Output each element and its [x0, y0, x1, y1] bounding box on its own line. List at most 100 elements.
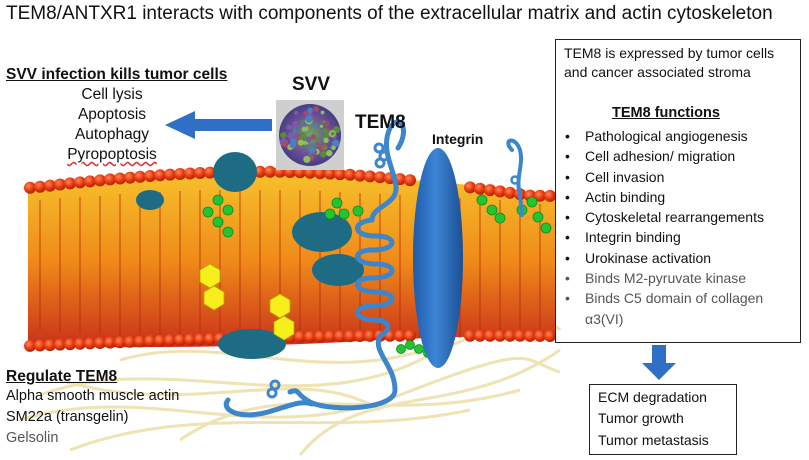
- function-item: Cell adhesion/ migration: [562, 146, 798, 167]
- lipid-head: [334, 168, 346, 181]
- secondary-receptor-bead: [510, 175, 520, 185]
- tem8-functions-box: TEM8 is expressed by tumor cells and can…: [555, 39, 801, 343]
- lipid-head: [204, 333, 216, 345]
- lipid-head: [34, 339, 46, 352]
- integrin-receptor: [413, 148, 463, 368]
- tem8-label: TEM8: [355, 112, 406, 133]
- capsid-protein: [331, 139, 340, 148]
- lipid-head: [484, 184, 496, 197]
- function-item-continuation-text: α3(VI): [585, 310, 624, 327]
- lipid-head: [184, 167, 196, 180]
- capsid-protein: [323, 132, 330, 139]
- functions-down-arrow: [642, 345, 676, 380]
- lipid-head: [44, 179, 56, 192]
- lipid-head: [34, 180, 46, 193]
- lipid-head: [344, 330, 356, 343]
- svv-effect-cell-lysis: Cell lysis: [81, 86, 143, 103]
- lipid-head: [84, 337, 96, 350]
- lipid-head: [324, 167, 336, 180]
- capsid-protein: [292, 130, 297, 134]
- capsid-protein: [289, 141, 297, 149]
- capsid-protein: [314, 136, 319, 141]
- lipid-head: [394, 329, 406, 342]
- capsid-protein: [305, 115, 313, 123]
- capsid-protein: [324, 121, 330, 127]
- capsid-protein: [305, 136, 312, 143]
- capsid-protein: [303, 155, 311, 163]
- outcome-tumor-metastasis: Tumor metastasis: [598, 431, 709, 448]
- capsid-protein: [303, 110, 308, 116]
- lipid-head: [104, 336, 116, 349]
- lipid-head: [124, 171, 136, 184]
- lipid-head: [134, 335, 146, 348]
- lipid-head: [264, 165, 276, 178]
- lipid-head: [54, 338, 66, 351]
- lipid-head: [94, 174, 106, 187]
- tem8-functions-list: Pathological angiogenesis Cell adhesion/…: [562, 126, 798, 329]
- capsid-protein: [294, 110, 299, 115]
- capsid-protein: [323, 137, 329, 144]
- page-title: TEM8/ANTXR1 interacts with components of…: [6, 3, 773, 24]
- lipid-head: [144, 335, 156, 347]
- glycans: [202, 194, 552, 358]
- lipid-head: [114, 172, 126, 185]
- lipid-head: [164, 334, 176, 347]
- capsid-protein: [326, 150, 333, 157]
- lipid-head: [474, 182, 486, 195]
- lipid-head: [24, 181, 36, 194]
- lipid-head: [464, 329, 476, 342]
- lipid-head: [374, 171, 386, 184]
- tem8-expression-line-1: TEM8 is expressed by tumor cells: [564, 45, 775, 61]
- lipid-head: [204, 166, 216, 179]
- capsid-protein: [313, 106, 320, 112]
- svv-label: SVV: [292, 74, 331, 95]
- capsid-protein: [302, 122, 307, 127]
- tem8-functions-heading: TEM8 functions: [612, 105, 720, 121]
- lipid-head: [534, 189, 546, 202]
- lipid-head: [344, 168, 356, 181]
- lipid-head: [364, 170, 376, 183]
- lipid-head: [404, 174, 416, 187]
- lipid-head: [154, 334, 166, 347]
- lipid-head: [494, 185, 506, 198]
- function-item: Integrin binding: [562, 227, 798, 248]
- lipid-head: [504, 186, 516, 199]
- capsid-protein: [286, 124, 292, 130]
- capsid-protein: [287, 131, 296, 140]
- lipid-head: [194, 333, 206, 346]
- integrin-label: Integrin: [432, 131, 484, 147]
- lipid-head: [504, 329, 516, 342]
- capsid-protein: [307, 107, 313, 113]
- lipid-head: [114, 336, 126, 349]
- capsid-protein: [301, 126, 307, 132]
- lipid-head: [534, 329, 546, 342]
- capsid-protein: [292, 120, 300, 128]
- capsid-protein: [322, 144, 328, 150]
- lipid-head: [314, 330, 326, 343]
- regulator-gelsolin: Gelsolin: [6, 430, 59, 446]
- capsid-protein: [331, 145, 336, 150]
- function-item: Cell invasion: [562, 167, 798, 188]
- lipid-head: [54, 178, 66, 191]
- capsid-protein: [322, 128, 328, 134]
- lipid-head: [174, 334, 186, 346]
- lipid-head: [194, 167, 206, 179]
- function-item: Urokinase activation: [562, 248, 798, 269]
- regulator-sm22a: SM22a (transgelin): [6, 409, 129, 425]
- capsid-protein: [297, 139, 304, 146]
- lipid-head: [314, 167, 326, 180]
- capsid-protein: [282, 140, 289, 148]
- capsid-protein: [301, 120, 305, 124]
- lipid-head: [124, 335, 136, 348]
- lipid-head: [464, 181, 476, 194]
- svv-effect-apoptosis: Apoptosis: [77, 106, 147, 123]
- svv-effect-pyropoptosis: Pyropoptosis: [67, 146, 157, 163]
- lipid-head: [184, 333, 196, 346]
- lipid-head: [324, 330, 336, 343]
- lipid-head: [294, 330, 306, 343]
- lipid-head: [74, 176, 86, 189]
- capsid-protein: [327, 128, 331, 132]
- lipid-head: [94, 337, 106, 349]
- capsid-protein: [314, 123, 318, 127]
